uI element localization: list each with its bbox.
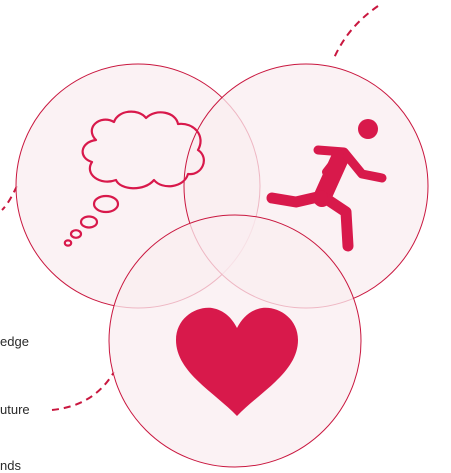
running-person-icon <box>266 119 387 252</box>
connector-left <box>1 185 18 211</box>
heart-icon <box>176 307 298 416</box>
connector-top-right <box>333 5 379 59</box>
thought-bubble-icon <box>63 110 205 247</box>
label-future-fragment: uture <box>0 402 30 417</box>
connector-bottom-left <box>51 371 115 411</box>
label-edge-fragment: edge <box>0 334 29 349</box>
label-nds-fragment: nds <box>0 458 21 473</box>
